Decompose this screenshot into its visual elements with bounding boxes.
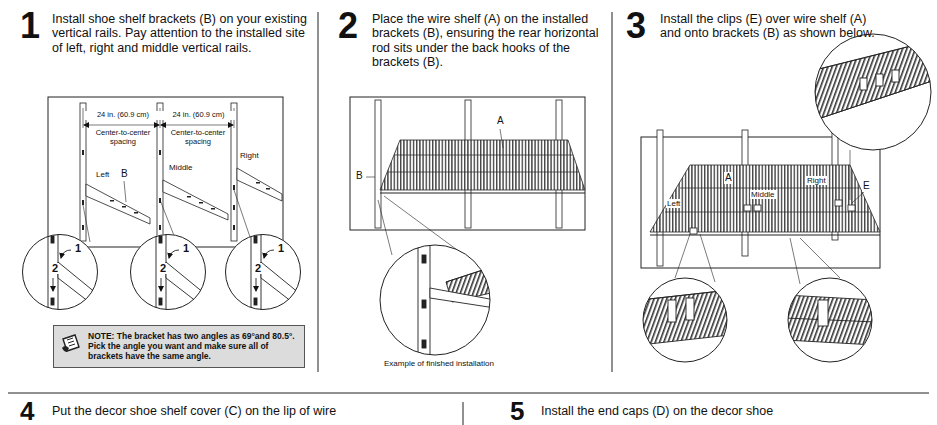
dimension: 24 in. (60.9 cm) bbox=[84, 111, 162, 120]
note-heading: NOTE: bbox=[88, 331, 114, 341]
part-callout: B bbox=[355, 170, 364, 182]
step-text: Install the clips (E) over wire shelf (A… bbox=[660, 12, 886, 41]
callout-number: 2 bbox=[51, 263, 59, 274]
rail-label: Right bbox=[239, 151, 260, 160]
callout-number: 1 bbox=[277, 243, 285, 254]
callout-number: 2 bbox=[159, 263, 167, 274]
detail-circle: 12 bbox=[22, 234, 98, 310]
step-number: 3 bbox=[626, 8, 646, 44]
step-text: Put the decor shoe shelf cover (C) on th… bbox=[52, 404, 452, 418]
note-text: NOTE: The bracket has two angles as 69°a… bbox=[88, 331, 298, 362]
note-icon bbox=[60, 332, 82, 354]
part-callout: E bbox=[862, 180, 871, 192]
step-number: 5 bbox=[510, 398, 524, 424]
dimension-note: Center-to-center spacing bbox=[90, 129, 156, 146]
part-callout: A bbox=[724, 172, 733, 184]
step-number: 4 bbox=[20, 398, 34, 424]
part-callout: A bbox=[496, 115, 505, 127]
dimension-note: Center-to-center spacing bbox=[166, 129, 230, 146]
callout-number: 1 bbox=[74, 243, 82, 254]
note-box: NOTE: The bracket has two angles as 69°a… bbox=[53, 325, 305, 368]
step-text: Place the wire shelf (A) on the installe… bbox=[372, 12, 610, 70]
detail-circle: 12 bbox=[130, 234, 206, 310]
step-number: 2 bbox=[338, 8, 358, 44]
detail-circle: 12 bbox=[225, 234, 301, 310]
caption: Example of finished installation bbox=[384, 359, 494, 368]
rail-label: Right bbox=[806, 176, 827, 185]
callout-number: 1 bbox=[182, 243, 190, 254]
rail-label: Middle bbox=[168, 163, 194, 172]
part-callout: B bbox=[120, 168, 129, 180]
step-text: Install the end caps (D) on the decor sh… bbox=[541, 404, 921, 418]
note-body: The bracket has two angles as 69°and 80.… bbox=[88, 331, 295, 361]
step-number: 1 bbox=[20, 8, 40, 44]
rail-label: Left bbox=[666, 199, 681, 208]
callout-number: 2 bbox=[254, 263, 262, 274]
dimension: 24 in. (60.9 cm) bbox=[161, 111, 236, 120]
step-text: Install shoe shelf brackets (B) on your … bbox=[52, 12, 310, 55]
rail-label: Middle bbox=[750, 190, 776, 199]
rail-label: Left bbox=[95, 170, 110, 179]
